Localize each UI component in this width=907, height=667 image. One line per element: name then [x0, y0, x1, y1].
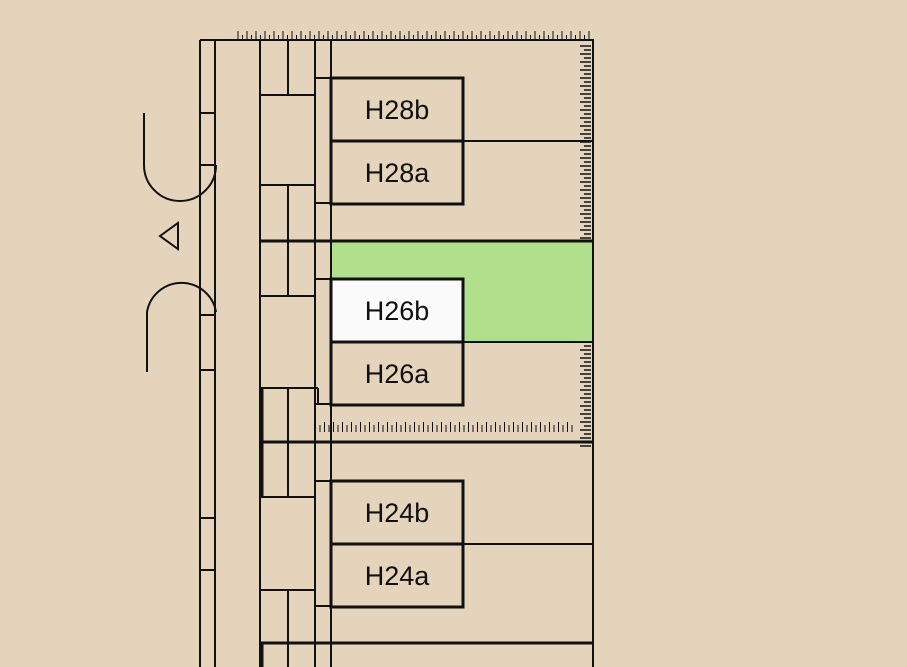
- room-box[interactable]: [329, 340, 465, 407]
- room-label: H28a: [365, 158, 431, 188]
- room-h26b[interactable]: H26b: [329, 277, 465, 344]
- room-label: H24b: [365, 498, 430, 528]
- top-ruler: [237, 31, 590, 40]
- door-arc-icon: [143, 113, 217, 202]
- room-h28a[interactable]: H28a: [329, 139, 465, 206]
- room-box[interactable]: [329, 139, 465, 206]
- room-label: H26a: [365, 359, 431, 389]
- bottom-ruler: [319, 422, 573, 432]
- room-box[interactable]: [329, 542, 465, 609]
- room-h28b[interactable]: H28b: [329, 76, 465, 143]
- room-label: H24a: [365, 561, 431, 591]
- room-label: H26b: [365, 296, 430, 326]
- entrance-triangle-icon: [158, 221, 179, 251]
- room-h24a[interactable]: H24a: [329, 542, 465, 609]
- room-label: H28b: [365, 95, 430, 125]
- door-arc-icon: [146, 281, 217, 372]
- room-box[interactable]: [329, 277, 465, 344]
- room-h26a[interactable]: H26a: [329, 340, 465, 407]
- room-h24b[interactable]: H24b: [329, 479, 465, 546]
